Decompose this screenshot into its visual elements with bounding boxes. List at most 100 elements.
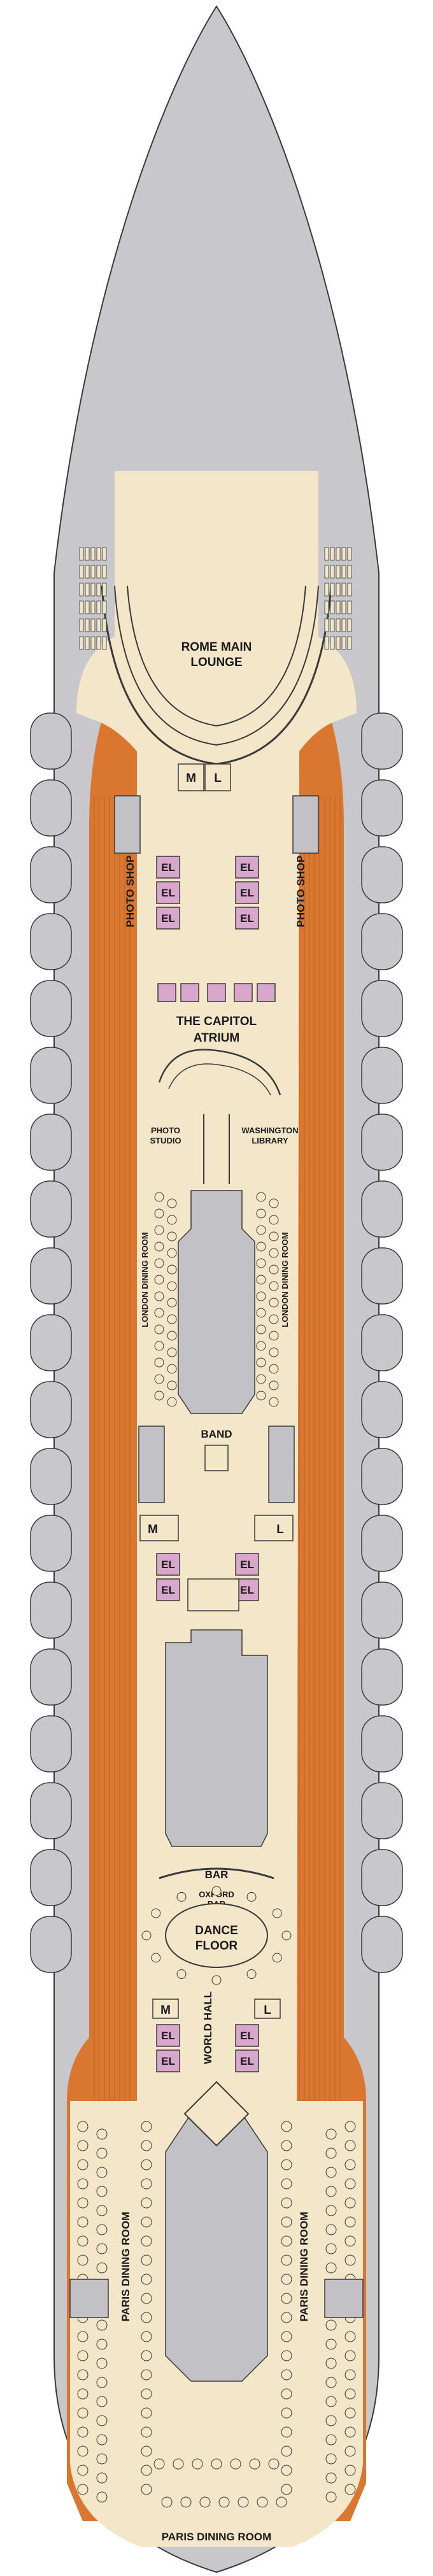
paris-stair-right bbox=[324, 2279, 364, 2318]
dining-table bbox=[167, 1298, 177, 1308]
atrium-pillars bbox=[157, 983, 276, 1002]
dining-table bbox=[173, 2458, 184, 2470]
dining-table bbox=[77, 2465, 89, 2476]
band-stand bbox=[204, 1445, 229, 1471]
dining-table bbox=[77, 2178, 89, 2190]
lifeboat bbox=[361, 980, 403, 1037]
seat-row bbox=[90, 618, 96, 632]
dining-table bbox=[192, 2458, 203, 2470]
elevator bbox=[235, 856, 259, 879]
lounge-seating-ring2 bbox=[114, 585, 319, 746]
rome-main-lounge: ROME MAIN LOUNGE M L bbox=[79, 474, 352, 854]
dining-table bbox=[154, 1225, 164, 1235]
dining-table bbox=[141, 2350, 152, 2361]
lifeboat bbox=[30, 779, 72, 837]
dining-table bbox=[269, 1314, 279, 1324]
dining-table bbox=[325, 2377, 337, 2388]
atrium-pillar bbox=[257, 983, 276, 1002]
dining-table bbox=[281, 2274, 292, 2285]
paris-dining-room: PARIS DINING ROOM PARIS DINING ROOM PARI… bbox=[69, 2081, 364, 2543]
dining-table bbox=[269, 1331, 279, 1341]
dining-table bbox=[141, 2235, 152, 2247]
elevator-tag: EL bbox=[161, 861, 175, 874]
elevator bbox=[235, 907, 259, 930]
paris-right-label: PARIS DINING ROOM bbox=[298, 2212, 310, 2322]
seat-row bbox=[96, 583, 101, 597]
dining-table bbox=[96, 2243, 108, 2254]
lifeboat bbox=[30, 1515, 72, 1572]
dining-table bbox=[269, 1231, 279, 1242]
dining-table bbox=[325, 2243, 337, 2254]
seat-row bbox=[79, 600, 84, 614]
seat-row bbox=[96, 547, 101, 561]
paris-left-label: PARIS DINING ROOM bbox=[120, 2212, 132, 2322]
restroom-mid-ladies-tag: L bbox=[276, 1523, 284, 1536]
dining-table bbox=[167, 1347, 177, 1357]
lounge-stage-front bbox=[118, 474, 315, 560]
lifeboats-port bbox=[30, 712, 72, 1973]
photo-shop-left-label: PHOTO SHOP bbox=[124, 855, 136, 927]
elevator-tag: EL bbox=[240, 1559, 254, 1571]
dining-table bbox=[167, 1397, 177, 1407]
washington-label-2: LIBRARY bbox=[252, 1136, 288, 1145]
dining-table bbox=[325, 2453, 337, 2465]
dining-table bbox=[256, 1357, 266, 1368]
seat-row bbox=[90, 600, 96, 614]
lifeboat bbox=[361, 913, 403, 970]
dining-table bbox=[281, 2140, 292, 2151]
dining-table bbox=[325, 2128, 337, 2140]
restroom-aft-men-tag: M bbox=[160, 2004, 171, 2017]
lifeboat bbox=[361, 1047, 403, 1104]
paris-galley bbox=[165, 2113, 268, 2382]
dining-table bbox=[256, 1192, 266, 1202]
deck-floor bbox=[76, 471, 357, 2521]
atrium-staircase bbox=[158, 1049, 281, 1096]
dining-table bbox=[96, 2128, 108, 2140]
dining-table bbox=[344, 2465, 356, 2476]
seat-row bbox=[324, 583, 329, 597]
dining-table bbox=[141, 2445, 152, 2457]
dining-table bbox=[77, 2369, 89, 2381]
dining-table bbox=[167, 1215, 177, 1225]
dining-table bbox=[96, 2453, 108, 2465]
dining-table bbox=[281, 1930, 292, 1941]
dining-table bbox=[211, 1975, 222, 1985]
seat-row bbox=[79, 565, 84, 579]
seat-row bbox=[347, 565, 352, 579]
dining-table bbox=[325, 2415, 337, 2426]
dining-table bbox=[325, 2339, 337, 2350]
dining-table bbox=[141, 2140, 152, 2151]
elevator-tag: EL bbox=[161, 2030, 175, 2042]
seat-row bbox=[102, 565, 107, 579]
elevator bbox=[235, 881, 259, 904]
seat-row bbox=[102, 547, 107, 561]
promenade-starboard bbox=[296, 700, 366, 2521]
dining-table bbox=[154, 1374, 164, 1384]
dining-table bbox=[141, 2293, 152, 2304]
seat-row bbox=[324, 636, 329, 650]
dining-table bbox=[325, 2262, 337, 2274]
dining-table bbox=[281, 2197, 292, 2209]
dining-table bbox=[77, 2235, 89, 2247]
midship-galley bbox=[165, 1629, 268, 1847]
restroom-men-tag: M bbox=[186, 772, 196, 785]
lifeboat bbox=[30, 1381, 72, 1438]
london-right-label: LONDON DINING ROOM bbox=[280, 1232, 290, 1327]
lifeboat bbox=[361, 1114, 403, 1171]
lifeboat bbox=[30, 846, 72, 903]
atrium-pillar bbox=[234, 983, 253, 1002]
dining-table bbox=[256, 1374, 266, 1384]
dining-table bbox=[141, 2426, 152, 2438]
dining-table bbox=[269, 1248, 279, 1258]
dining-table bbox=[96, 2358, 108, 2369]
seat-row bbox=[347, 636, 352, 650]
dining-table bbox=[325, 2396, 337, 2407]
restroom-mid-m bbox=[139, 1515, 179, 1541]
dining-table bbox=[96, 2205, 108, 2216]
dance-floor-label-1: DANCE bbox=[195, 1924, 238, 1937]
dining-table bbox=[141, 2369, 152, 2381]
seat-row bbox=[336, 618, 341, 632]
